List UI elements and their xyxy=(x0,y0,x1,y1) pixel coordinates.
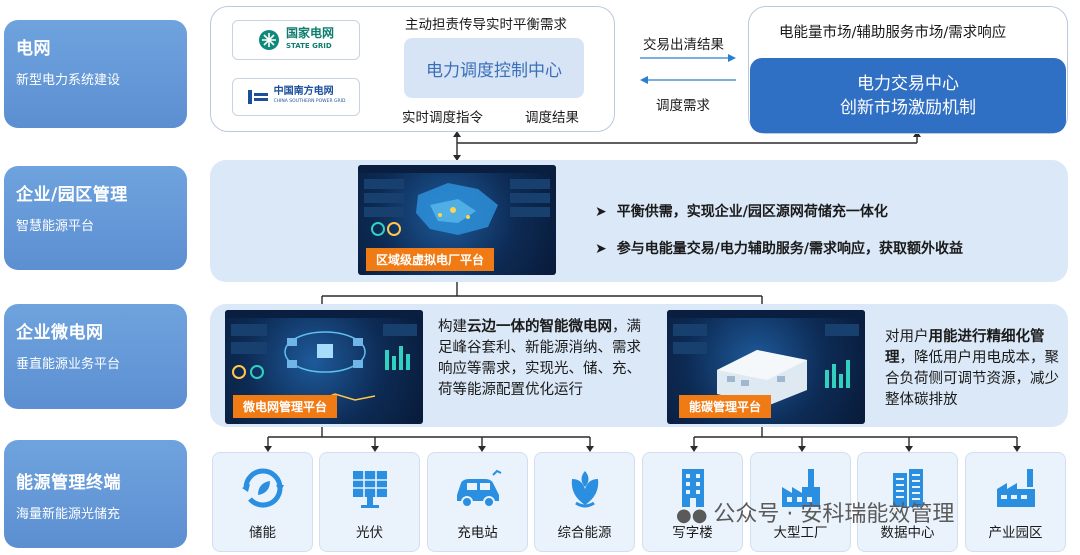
terminal-label: 综合能源 xyxy=(557,525,612,541)
clearing-result-label: 交易出清结果 xyxy=(643,37,724,53)
dispatch-control-center: 电力调度控制中心 xyxy=(404,38,584,98)
desc-rest: ，满足峰谷套利、新能源消纳、需求响应等需求，实现光、储、充、荷等能源配置优化运行 xyxy=(438,319,641,398)
terminal-label: 产业园区 xyxy=(988,525,1043,541)
terminal-label: 充电站 xyxy=(457,525,498,541)
dispatch-command-label: 实时调度指令 xyxy=(402,110,483,126)
industrial-park-icon xyxy=(996,469,1035,507)
terminal-integrated-energy: 综合能源 xyxy=(534,452,635,552)
terminal-label: 写字楼 xyxy=(672,525,713,541)
electric-car-icon xyxy=(456,469,501,508)
state-grid-name: 国家电网 xyxy=(285,26,334,40)
microgrid-platform-tag: 微电网管理平台 xyxy=(233,395,338,418)
layer-subtitle: 智慧能源平台 xyxy=(16,219,95,234)
layer-label-microgrid: 企业微电网 垂直能源业务平台 xyxy=(4,304,187,409)
energy-carbon-platform-tag: 能碳管理平台 xyxy=(679,395,772,418)
desc-rest: ，降低用户用电成本，聚合负荷侧可调节资源，减少整体碳排放 xyxy=(885,350,1059,408)
terminal-factory: 大型工厂 xyxy=(750,452,851,552)
data-center-icon xyxy=(892,469,923,507)
trading-center-name: 电力交易中心 xyxy=(857,74,959,94)
csg-name-en: CHINA SOUTHERN POWER GRID xyxy=(273,99,346,104)
terminal-data-center: 数据中心 xyxy=(857,452,958,552)
dispatch-demand-label: 调度需求 xyxy=(656,98,710,114)
desc-emphasis: 云边一体的智能微电网 xyxy=(467,319,612,335)
terminal-pv: 光伏 xyxy=(319,452,420,552)
layer-subtitle: 垂直能源业务平台 xyxy=(16,357,121,372)
csg-emblem-icon xyxy=(247,90,268,104)
desc-emphasis: 用能进行精细化管理 xyxy=(885,329,1045,366)
layer-subtitle: 新型电力系统建设 xyxy=(16,73,121,88)
office-building-icon xyxy=(681,469,704,507)
enterprise-bullet-1: ➤ 平衡供需，实现企业/园区源网荷储充一体化 xyxy=(595,201,888,221)
power-trading-center: 电力交易中心 创新市场激励机制 xyxy=(750,58,1066,133)
layer-label-enterprise: 企业/园区管理 智慧能源平台 xyxy=(4,166,187,270)
bullet-text: 参与电能量交易/电力辅助服务/需求响应，获取额外收益 xyxy=(616,241,963,257)
state-grid-name-en: STATE GRID xyxy=(285,42,332,50)
arrow-bullet-icon: ➤ xyxy=(595,204,607,220)
csg-logo: 中国南方电网 CHINA SOUTHERN POWER GRID xyxy=(232,78,360,116)
terminal-office-building: 写字楼 xyxy=(642,452,743,552)
terminal-charging-station: 充电站 xyxy=(427,452,528,552)
microgrid-dashboard-graphic xyxy=(225,310,423,406)
layer-title: 企业微电网 xyxy=(16,323,104,343)
vpp-map-graphic xyxy=(358,165,556,236)
wechat-watermark: ●●公众号 · 安科瑞能效管理 xyxy=(676,496,954,528)
terminal-label: 光伏 xyxy=(356,525,383,541)
energy-carbon-dashboard-graphic xyxy=(667,310,865,406)
energy-carbon-platform-screenshot: 能碳管理平台 xyxy=(667,310,865,424)
desc-prefix: 构建 xyxy=(438,319,467,335)
layer-label-grid: 电网 新型电力系统建设 xyxy=(4,20,187,128)
enterprise-bullet-2: ➤ 参与电能量交易/电力辅助服务/需求响应，获取额外收益 xyxy=(595,238,963,258)
terminal-label: 大型工厂 xyxy=(773,525,828,541)
layer-title: 电网 xyxy=(16,39,51,59)
layer-title: 能源管理终端 xyxy=(16,473,121,493)
state-grid-emblem-icon xyxy=(258,30,279,50)
bullet-text: 平衡供需，实现企业/园区源网荷储充一体化 xyxy=(616,204,888,220)
terminal-label: 储能 xyxy=(249,525,276,541)
dispatch-result-label: 调度结果 xyxy=(525,110,579,126)
watermark-text: 公众号 · 安科瑞能效管理 xyxy=(713,502,955,527)
microgrid-description: 构建云边一体的智能微电网，满足峰谷套利、新能源消纳、需求响应等需求，实现光、储、… xyxy=(438,317,652,401)
enterprise-band xyxy=(210,160,1068,282)
trading-center-mechanism: 创新市场激励机制 xyxy=(840,98,976,118)
energy-carbon-description: 对用户用能进行精细化管理，降低用户用电成本，聚合负荷侧可调节资源，减少整体碳排放 xyxy=(885,327,1061,411)
recycle-icon xyxy=(241,468,284,508)
market-title: 电能量市场/辅助服务市场/需求响应 xyxy=(779,25,1007,41)
leaf-icon xyxy=(571,471,598,508)
csg-name: 中国南方电网 xyxy=(273,86,334,97)
terminal-storage: 储能 xyxy=(212,452,313,552)
vpp-platform-tag: 区域级虚拟电厂平台 xyxy=(366,248,495,271)
balance-demand-label: 主动担责传导实时平衡需求 xyxy=(405,17,567,33)
desc-prefix: 对用户 xyxy=(885,329,929,345)
layer-title: 企业/园区管理 xyxy=(16,185,128,205)
terminal-industrial-park: 产业园区 xyxy=(965,452,1066,552)
vpp-platform-screenshot: 区域级虚拟电厂平台 xyxy=(358,165,556,275)
layer-subtitle: 海量新能源光储充 xyxy=(16,507,121,522)
state-grid-logo: 国家电网 STATE GRID xyxy=(232,20,360,60)
microgrid-platform-screenshot: 微电网管理平台 xyxy=(225,310,423,424)
factory-icon xyxy=(781,469,820,507)
solar-panel-icon xyxy=(352,471,387,508)
arrow-bullet-icon: ➤ xyxy=(595,241,607,257)
wechat-icon: ●● xyxy=(676,505,708,526)
terminal-label: 数据中心 xyxy=(880,525,935,541)
layer-label-terminal: 能源管理终端 海量新能源光储充 xyxy=(4,440,187,548)
